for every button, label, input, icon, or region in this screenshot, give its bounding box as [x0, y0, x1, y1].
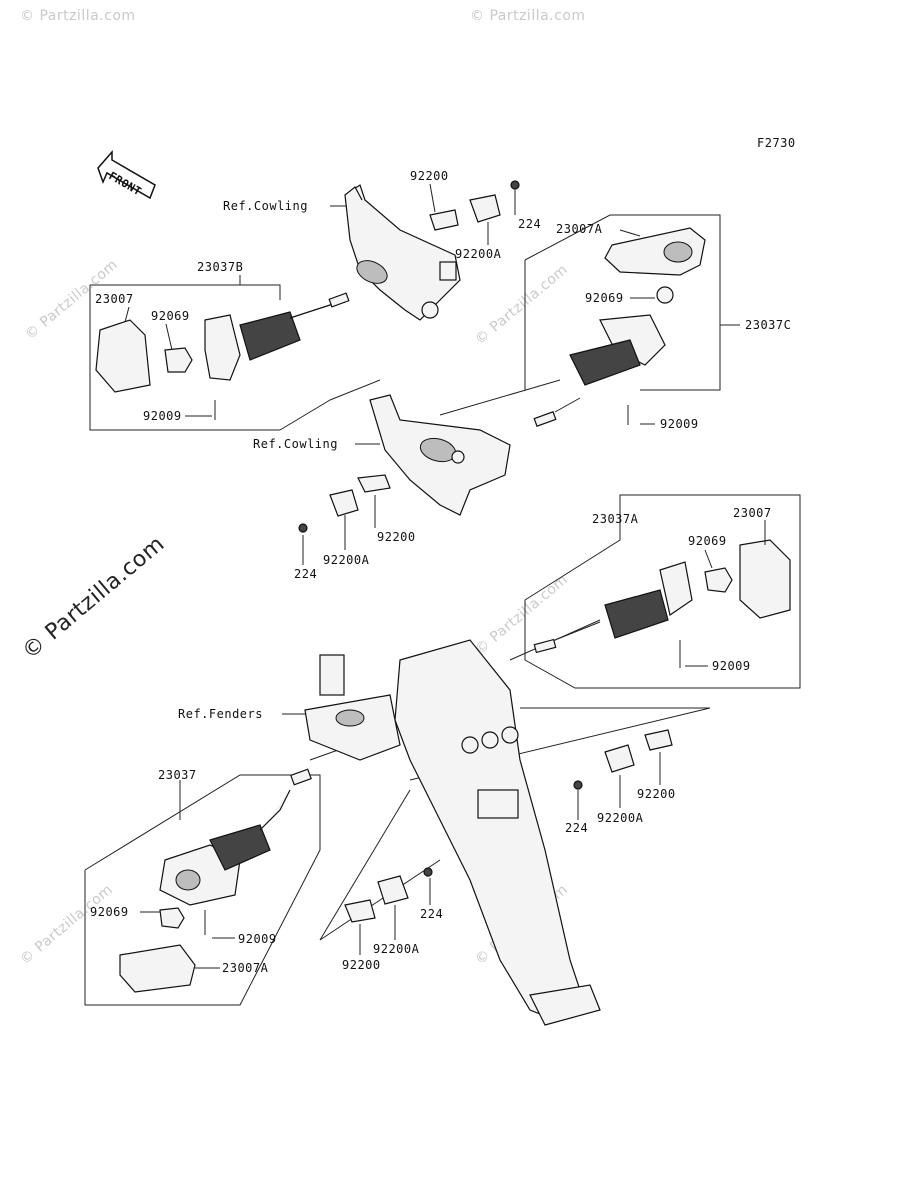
part-label: 92200: [377, 530, 416, 544]
group-outline-23037B: [89, 275, 331, 431]
watermark-faint: © Partzilla.com: [472, 262, 571, 349]
part-label: 92200: [410, 169, 449, 183]
part-label: 92200: [342, 958, 381, 972]
group-label-23037B: 23037B: [197, 260, 243, 274]
group-outline-23037C: [524, 214, 740, 391]
group-label-23037C: 23037C: [745, 318, 791, 332]
part-label: 92200: [637, 787, 676, 801]
reference-labels: Ref.Cowling Ref.Cowling Ref.Fenders: [178, 199, 338, 721]
hardware-top: [429, 180, 520, 231]
part-label: 92200A: [373, 942, 420, 956]
watermark-faint: © Partzilla.com: [470, 8, 586, 24]
turn-signal-23037C: [533, 227, 706, 427]
watermark-faint: © Partzilla.com: [472, 572, 571, 659]
group-labels: 23037B 23037C 23037A 23037: [158, 260, 791, 782]
part-label: 23007: [95, 292, 134, 306]
rear-fender: [304, 639, 601, 1026]
part-label: 92069: [90, 905, 129, 919]
part-label: 92200A: [597, 811, 644, 825]
part-label: 224: [518, 217, 541, 231]
group-label-23037A: 23037A: [592, 512, 639, 526]
watermark-main: © Partzilla.com: [18, 531, 170, 664]
part-label: 92009: [660, 417, 699, 431]
watermark-faint: © Partzilla.com: [20, 8, 136, 24]
label-leaders: [124, 183, 766, 969]
part-label: 224: [565, 821, 588, 835]
front-arrow-icon: FRONT: [97, 150, 156, 200]
part-label: 92069: [688, 534, 727, 548]
part-label: 224: [420, 907, 443, 921]
hardware-rear-right: [573, 729, 673, 790]
ref-cowling-top-label: Ref.Cowling: [223, 199, 308, 213]
part-label: 92009: [143, 409, 182, 423]
part-label: 92069: [151, 309, 190, 323]
part-label: 92069: [585, 291, 624, 305]
upper-cowling-bracket: [344, 184, 461, 321]
group-label-23037: 23037: [158, 768, 197, 782]
hardware-mid: [298, 474, 391, 533]
part-label: 92009: [238, 932, 277, 946]
part-label: 92009: [712, 659, 751, 673]
turn-signal-23037A: [533, 539, 791, 668]
mid-cowling-bracket: [369, 394, 511, 516]
part-label: 92200A: [323, 553, 370, 567]
ref-cowling-mid-label: Ref.Cowling: [253, 437, 338, 451]
turn-signal-23037B: [95, 292, 350, 420]
figure-code: F2730: [757, 136, 796, 150]
group-outline-23037: [84, 774, 321, 1006]
watermark-faint: © Partzilla.com: [17, 882, 116, 969]
part-label: 224: [294, 567, 317, 581]
part-label: 23007A: [556, 222, 603, 236]
part-labels: 92200 224 92200A 23007 92069 92009 23007…: [90, 169, 772, 975]
turn-signal-23037: [119, 768, 312, 993]
hardware-rear-bottom: [344, 867, 433, 923]
part-label: 92200A: [455, 247, 502, 261]
part-label: 23007A: [222, 961, 269, 975]
part-label: 23007: [733, 506, 772, 520]
group-outline-23037A: [524, 494, 801, 689]
ref-fenders-label: Ref.Fenders: [178, 707, 263, 721]
